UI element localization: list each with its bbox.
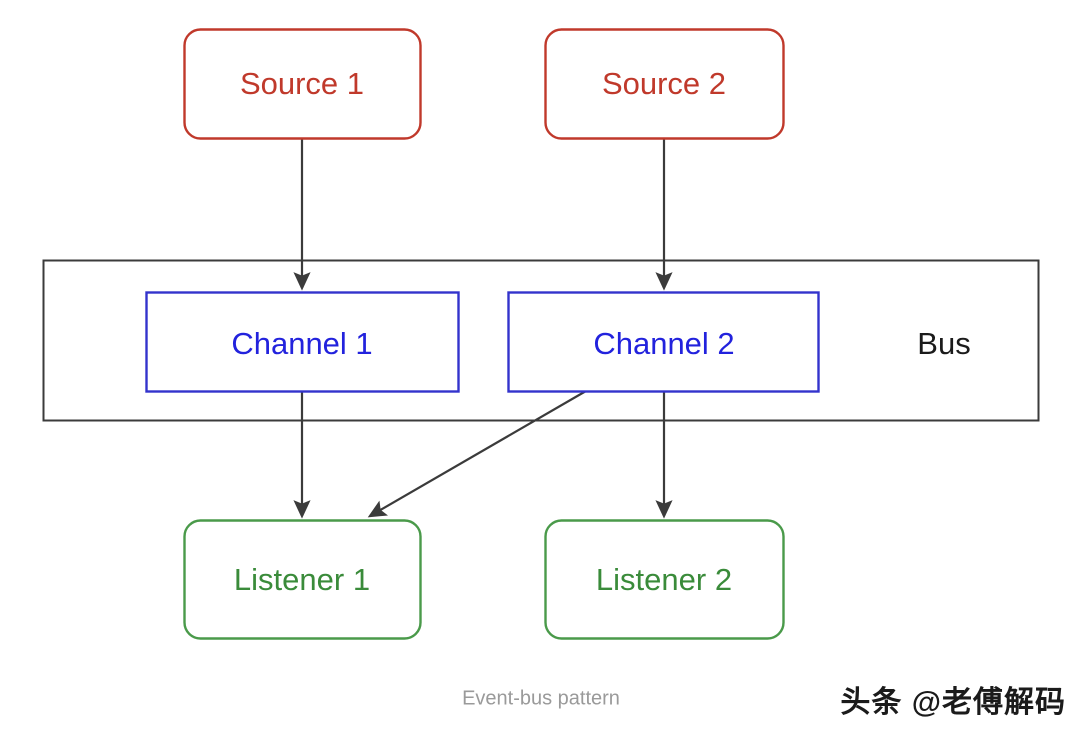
channel-2-label: Channel 2	[593, 326, 734, 361]
source-node-1[interactable]: Source 1	[183, 28, 422, 140]
watermark-label: 头条 @老傅解码	[840, 686, 1066, 719]
channel-node-1[interactable]: Channel 1	[145, 291, 460, 393]
channel-2-rect	[507, 291, 820, 393]
source-2-label: Source 2	[602, 66, 726, 101]
source-1-rect	[183, 28, 422, 140]
diagram-caption: Event-bus pattern	[462, 687, 620, 709]
listener-1-label: Listener 1	[234, 562, 370, 597]
listener-1-rect	[183, 519, 422, 640]
source-node-2[interactable]: Source 2	[544, 28, 785, 140]
channel-node-2[interactable]: Channel 2	[507, 291, 820, 393]
connector-channel2-to-listener1[interactable]	[367, 390, 587, 518]
listener-node-2[interactable]: Listener 2	[544, 519, 785, 640]
channel-1-rect	[145, 291, 460, 393]
listener-2-label: Listener 2	[596, 562, 732, 597]
source-2-rect	[544, 28, 785, 140]
bus-label: Bus	[917, 326, 970, 361]
channel-1-label: Channel 1	[231, 326, 372, 361]
source-1-label: Source 1	[240, 66, 364, 101]
listener-2-rect	[544, 519, 785, 640]
listener-node-1[interactable]: Listener 1	[183, 519, 422, 640]
connector-group	[293, 139, 673, 519]
